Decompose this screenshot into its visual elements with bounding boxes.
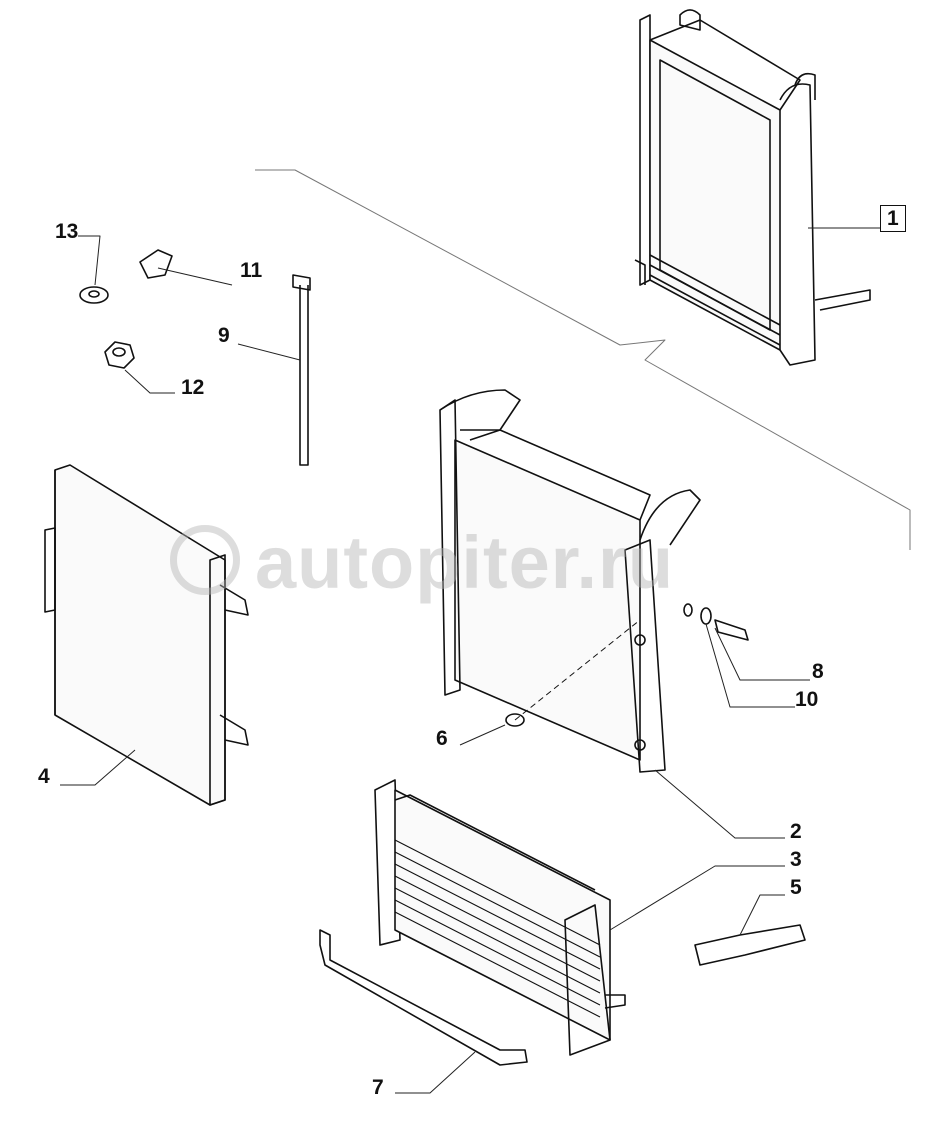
callout-1: 1: [880, 205, 906, 232]
part-7-rod: [319, 929, 528, 1066]
watermark-logo-icon: [170, 525, 240, 595]
callout-3: 3: [790, 848, 802, 871]
part-10-washer: [683, 603, 712, 625]
leader-lines: [60, 227, 880, 1094]
watermark: autopiter.ru: [255, 521, 675, 604]
callout-10: 10: [795, 688, 819, 711]
part-1-radiator-assembly: [634, 9, 871, 366]
part-5-bracket: [694, 924, 806, 966]
assembly-break-line: [255, 169, 911, 550]
callout-13: 13: [55, 220, 79, 243]
part-9-tie-rod: [292, 274, 311, 466]
part-13-washer: [79, 286, 109, 304]
part-11-clip: [139, 249, 173, 279]
part-3-oil-cooler: [374, 779, 626, 1056]
callout-9: 9: [218, 324, 230, 347]
callout-6: 6: [436, 727, 448, 750]
callout-12: 12: [181, 376, 205, 399]
part-6-plug: [505, 619, 641, 727]
callout-11: 11: [240, 259, 263, 282]
part-4-condenser: [44, 464, 249, 806]
callout-7: 7: [372, 1076, 384, 1099]
callout-4: 4: [38, 765, 50, 788]
callout-2: 2: [790, 820, 802, 843]
callout-8: 8: [812, 660, 824, 683]
part-8-bolt: [714, 619, 749, 641]
part-2-radiator: [439, 389, 701, 773]
callout-5: 5: [790, 876, 802, 899]
part-12-nut: [104, 341, 135, 369]
